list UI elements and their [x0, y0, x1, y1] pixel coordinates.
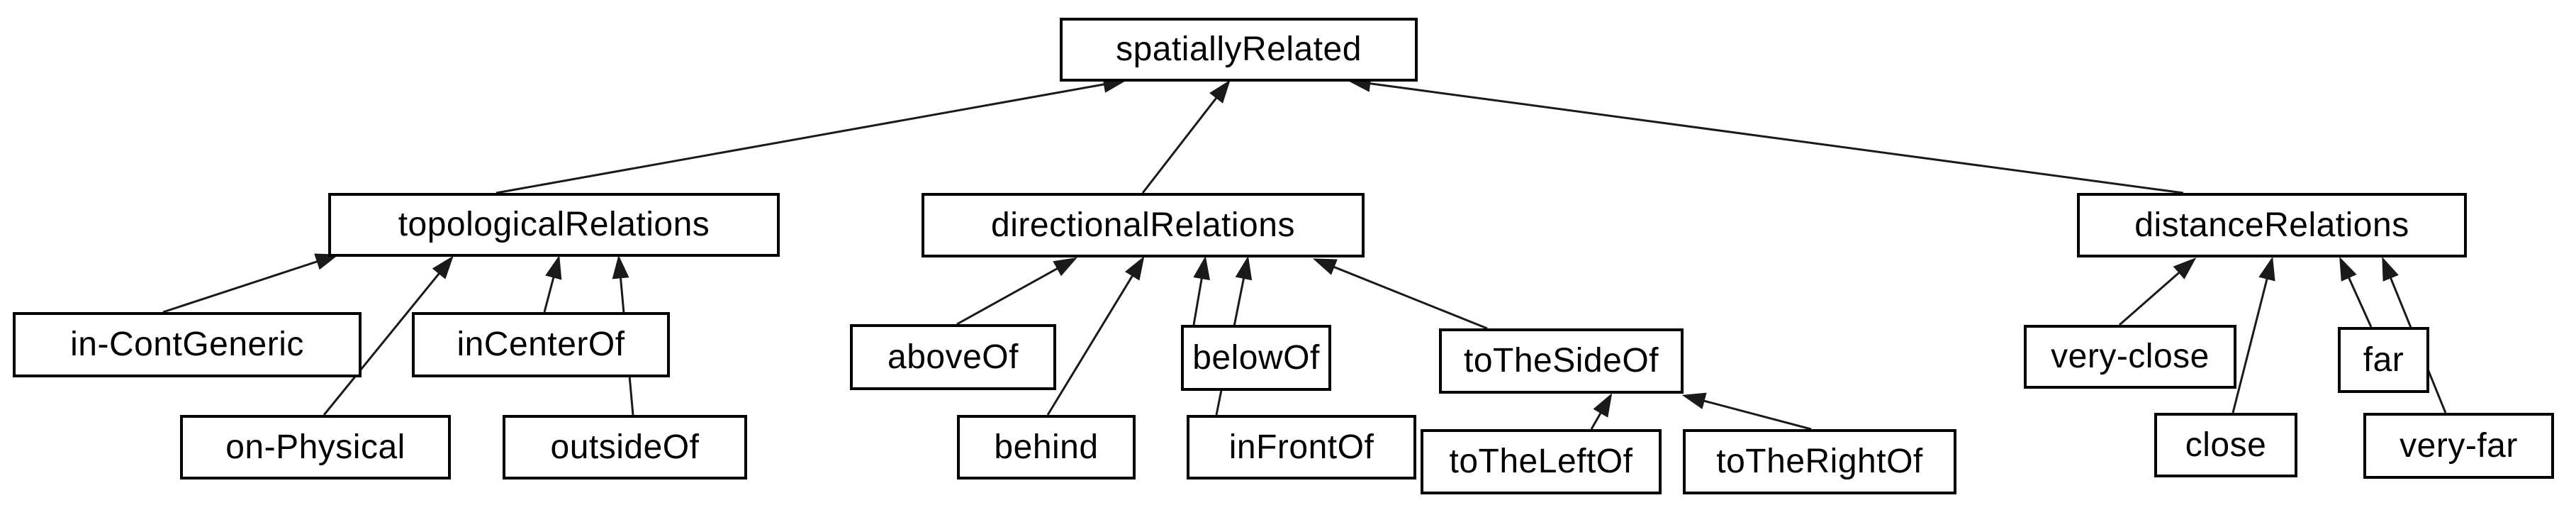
- node-topologicalRelations: topologicalRelations: [328, 193, 780, 257]
- node-label: topologicalRelations: [398, 206, 710, 243]
- node-label: behind: [994, 428, 1099, 466]
- node-in-ContGeneric: in-ContGeneric: [13, 312, 362, 377]
- isa-arrow-very-close-to-distanceRelations: [2119, 257, 2197, 326]
- node-aboveOf: aboveOf: [850, 324, 1056, 390]
- node-label: toTheSideOf: [1464, 342, 1659, 379]
- node-label: distanceRelations: [2134, 206, 2409, 244]
- isa-arrow-toTheSideOf-to-directionalRelations: [1312, 258, 1488, 330]
- node-very-far: very-far: [2363, 413, 2554, 479]
- node-toTheRightOf: toTheRightOf: [1683, 429, 1956, 494]
- isa-arrow-distanceRelations-to-spatiallyRelated: [1347, 74, 2184, 194]
- isa-arrow-toTheLeftOf-to-toTheSideOf: [1590, 393, 1613, 430]
- isa-arrow-directionalRelations-to-spatiallyRelated: [1141, 79, 1231, 194]
- node-directionalRelations: directionalRelations: [922, 193, 1365, 257]
- node-outsideOf: outsideOf: [503, 415, 747, 479]
- node-distanceRelations: distanceRelations: [2077, 193, 2467, 257]
- isa-arrow-in-ContGeneric-to-topologicalRelations: [162, 253, 340, 314]
- isa-arrow-close-to-distanceRelations: [2231, 256, 2275, 414]
- node-label: on-Physical: [225, 428, 405, 466]
- node-very-close: very-close: [2024, 325, 2236, 389]
- isa-arrow-on-Physical-to-topologicalRelations: [323, 255, 454, 416]
- node-label: very-close: [2051, 338, 2210, 375]
- node-spatiallyRelated: spatiallyRelated: [1060, 18, 1418, 82]
- node-label: belowOf: [1192, 338, 1320, 377]
- node-close: close: [2154, 413, 2297, 477]
- node-label: directionalRelations: [991, 206, 1295, 244]
- node-toTheSideOf: toTheSideOf: [1439, 328, 1684, 394]
- node-label: in-ContGeneric: [70, 326, 304, 363]
- isa-arrow-behind-to-directionalRelations: [1046, 256, 1145, 416]
- node-label: inFrontOf: [1228, 428, 1374, 466]
- node-label: far: [2363, 340, 2404, 379]
- node-label: outsideOf: [550, 428, 700, 466]
- isa-arrow-inCenterOf-to-topologicalRelations: [543, 255, 562, 313]
- isa-arrow-far-to-distanceRelations: [2339, 256, 2373, 328]
- isa-arrow-belowOf-to-directionalRelations: [1192, 255, 1210, 326]
- isa-arrow-aboveOf-to-directionalRelations: [956, 257, 1077, 326]
- node-on-Physical: on-Physical: [180, 415, 451, 479]
- node-belowOf: belowOf: [1181, 325, 1331, 391]
- node-label: inCenterOf: [457, 326, 625, 363]
- node-far: far: [2338, 327, 2429, 393]
- node-label: very-far: [2399, 426, 2518, 465]
- node-label: spatiallyRelated: [1116, 31, 1362, 68]
- node-label: close: [2185, 426, 2267, 464]
- node-label: toTheLeftOf: [1449, 443, 1633, 480]
- node-inFrontOf: inFrontOf: [1187, 415, 1416, 479]
- node-label: aboveOf: [887, 338, 1019, 376]
- node-toTheLeftOf: toTheLeftOf: [1421, 429, 1662, 494]
- node-inCenterOf: inCenterOf: [412, 312, 670, 377]
- isa-arrow-topologicalRelations-to-spatiallyRelated: [495, 76, 1127, 194]
- isa-arrow-toTheRightOf-to-toTheSideOf: [1681, 392, 1812, 431]
- node-behind: behind: [957, 415, 1136, 479]
- node-label: toTheRightOf: [1716, 443, 1923, 480]
